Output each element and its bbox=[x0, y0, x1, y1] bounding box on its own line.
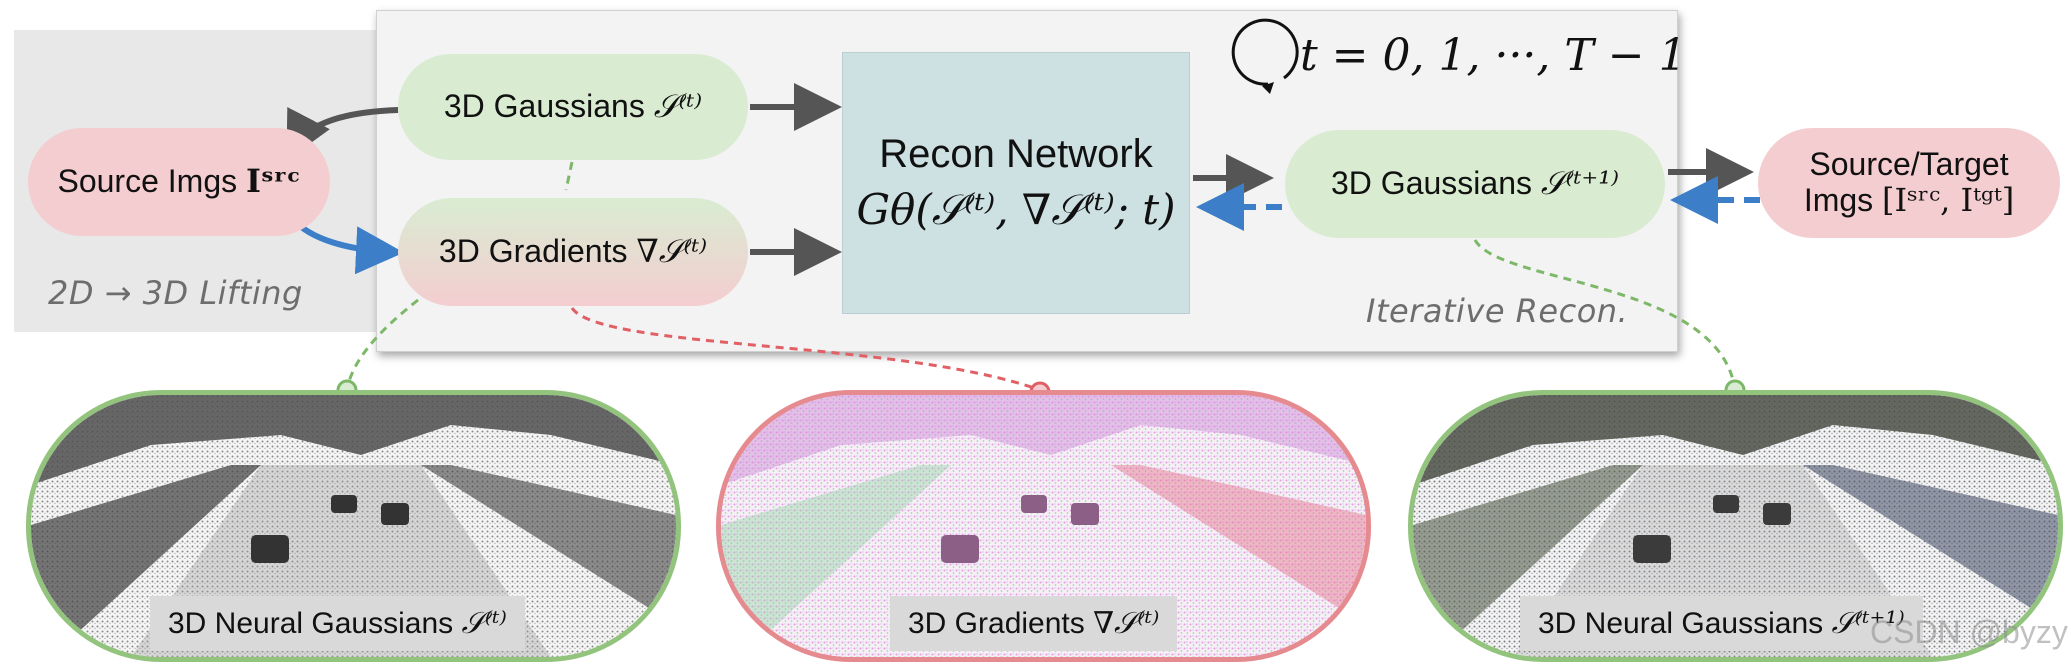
source-images-label: Source Imgs bbox=[57, 163, 238, 200]
panel-gradients-t bbox=[716, 390, 1371, 662]
lifting-label: 2D → 3D Lifting bbox=[48, 274, 303, 312]
gaussians-t-label: 3D Gaussians bbox=[443, 88, 645, 125]
caption-panel-1: 3D Neural Gaussians 𝒮⁽ᵗ⁾ bbox=[150, 596, 525, 651]
recon-network-title: Recon Network bbox=[879, 131, 1153, 176]
iterative-label: Iterative Recon. bbox=[1366, 292, 1629, 330]
source-images-math: Iˢʳᶜ bbox=[246, 162, 301, 201]
caption-3-math: 𝒮⁽ᵗ⁺¹⁾ bbox=[1831, 606, 1905, 641]
recon-network-formula: Gθ(𝒮⁽ᵗ⁾, ∇𝒮⁽ᵗ⁾; t) bbox=[856, 184, 1176, 234]
target-images-line2: Imgs bbox=[1803, 182, 1874, 218]
gradients-t-math: ∇𝒮⁽ᵗ⁾ bbox=[636, 232, 708, 271]
target-images-node: Source/Target Imgs [Iˢʳᶜ, Iᵗᵍᵗ] bbox=[1758, 128, 2060, 238]
link-gaussians-gradients bbox=[564, 161, 574, 191]
caption-2-math: ∇𝒮⁽ᵗ⁾ bbox=[1093, 606, 1160, 641]
link-to-panel-gradients bbox=[570, 307, 1041, 392]
target-images-line1: Source/Target bbox=[1809, 146, 2009, 183]
gaussians-t1-label: 3D Gaussians bbox=[1331, 165, 1532, 202]
caption-1-math: 𝒮⁽ᵗ⁾ bbox=[461, 606, 507, 641]
loop-equation: t = 0, 1, ···, T − 1 bbox=[1300, 30, 1687, 81]
caption-1-text: 3D Neural Gaussians bbox=[168, 607, 454, 640]
gaussians-t-node: 3D Gaussians 𝒮⁽ᵗ⁾ bbox=[398, 54, 748, 160]
caption-panel-3: 3D Neural Gaussians 𝒮⁽ᵗ⁺¹⁾ bbox=[1520, 596, 1923, 651]
loop-icon bbox=[1231, 18, 1299, 86]
recon-network-node: Recon Network Gθ(𝒮⁽ᵗ⁾, ∇𝒮⁽ᵗ⁾; t) bbox=[842, 52, 1190, 314]
caption-3-text: 3D Neural Gaussians bbox=[1538, 607, 1824, 640]
caption-2-text: 3D Gradients bbox=[908, 607, 1085, 640]
watermark: CSDN @byzy bbox=[1870, 614, 2068, 650]
gaussians-t1-math: 𝒮⁽ᵗ⁺¹⁾ bbox=[1540, 164, 1619, 203]
point-cloud-gradients-image bbox=[721, 395, 1366, 657]
caption-panel-2: 3D Gradients ∇𝒮⁽ᵗ⁾ bbox=[890, 596, 1178, 651]
gradients-t-node: 3D Gradients ∇𝒮⁽ᵗ⁾ bbox=[398, 198, 748, 306]
gaussians-t1-node: 3D Gaussians 𝒮⁽ᵗ⁺¹⁾ bbox=[1285, 130, 1665, 238]
gradients-t-label: 3D Gradients bbox=[438, 233, 628, 270]
source-images-node: Source Imgs Iˢʳᶜ bbox=[28, 128, 330, 236]
gaussians-t-math: 𝒮⁽ᵗ⁾ bbox=[653, 87, 703, 126]
link-to-panel-gaussians-next bbox=[1473, 239, 1737, 391]
target-images-math: [Iˢʳᶜ, Iᵗᵍᵗ] bbox=[1882, 181, 2015, 219]
link-to-panel-gaussians bbox=[345, 298, 419, 391]
